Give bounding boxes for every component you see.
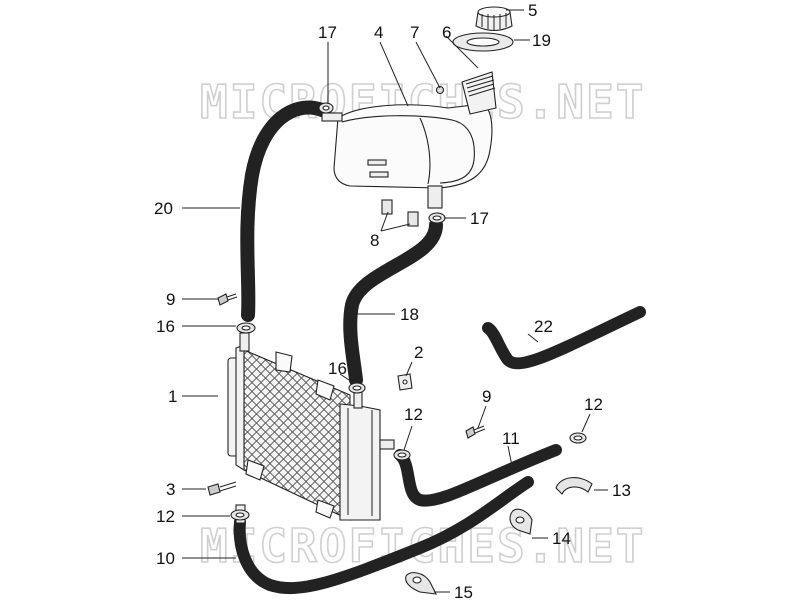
radiator-bolt [207,481,237,496]
strap-13 [555,477,593,495]
hose-18 [343,218,443,387]
callout-15: 15 [454,583,473,600]
clamp-17-bottom [428,212,446,224]
callout-12-left: 12 [156,507,175,526]
callout-5: 5 [528,1,537,20]
clamp-16-left [236,322,256,334]
callout-9-left: 9 [166,290,175,309]
callout-8: 8 [370,231,379,250]
clamp-16-right [348,382,366,394]
callout-labels: 5 19 6 7 4 17 17 8 20 18 9 16 22 16 2 1 … [154,1,631,600]
holder-14 [509,508,533,535]
bolt-left [217,293,238,306]
leader-lines [182,9,608,593]
hose-10 [233,476,534,595]
clip-2 [397,373,413,391]
hose-20 [240,100,329,322]
callout-7: 7 [410,23,419,42]
filler-cap [475,6,513,32]
bolt-right [465,425,486,439]
callout-1: 1 [168,387,177,406]
filler-gasket [452,32,514,52]
callout-3: 3 [166,480,175,499]
callout-18: 18 [400,305,419,324]
callout-13: 13 [612,481,631,500]
callout-14: 14 [552,529,571,548]
callout-16-left: 16 [156,317,175,336]
callout-17-bottom: 17 [470,209,489,228]
hose-11 [394,444,562,507]
tank-screw [435,85,445,95]
callout-2: 2 [414,343,423,362]
callout-17-top: 17 [318,23,337,42]
callout-11: 11 [502,429,520,448]
tank-nozzle [321,112,343,122]
expansion-tank [321,71,497,209]
callout-10: 10 [156,549,175,568]
callout-22: 22 [534,317,553,336]
clamp-12-right [569,432,587,444]
callout-16-right: 16 [328,359,347,378]
hose-22 [482,306,646,370]
callout-20: 20 [154,199,173,218]
callout-12-middle: 12 [404,405,423,424]
callout-9-right: 9 [482,387,491,406]
callout-12-right: 12 [584,395,603,414]
clamp-17-top [318,102,334,114]
clamp-12-left [230,509,250,521]
callout-19: 19 [532,31,551,50]
callout-6: 6 [442,23,451,42]
clamp-12-middle [393,449,411,461]
holder-15 [405,572,437,595]
callout-4: 4 [374,23,383,42]
radiator [227,332,395,524]
